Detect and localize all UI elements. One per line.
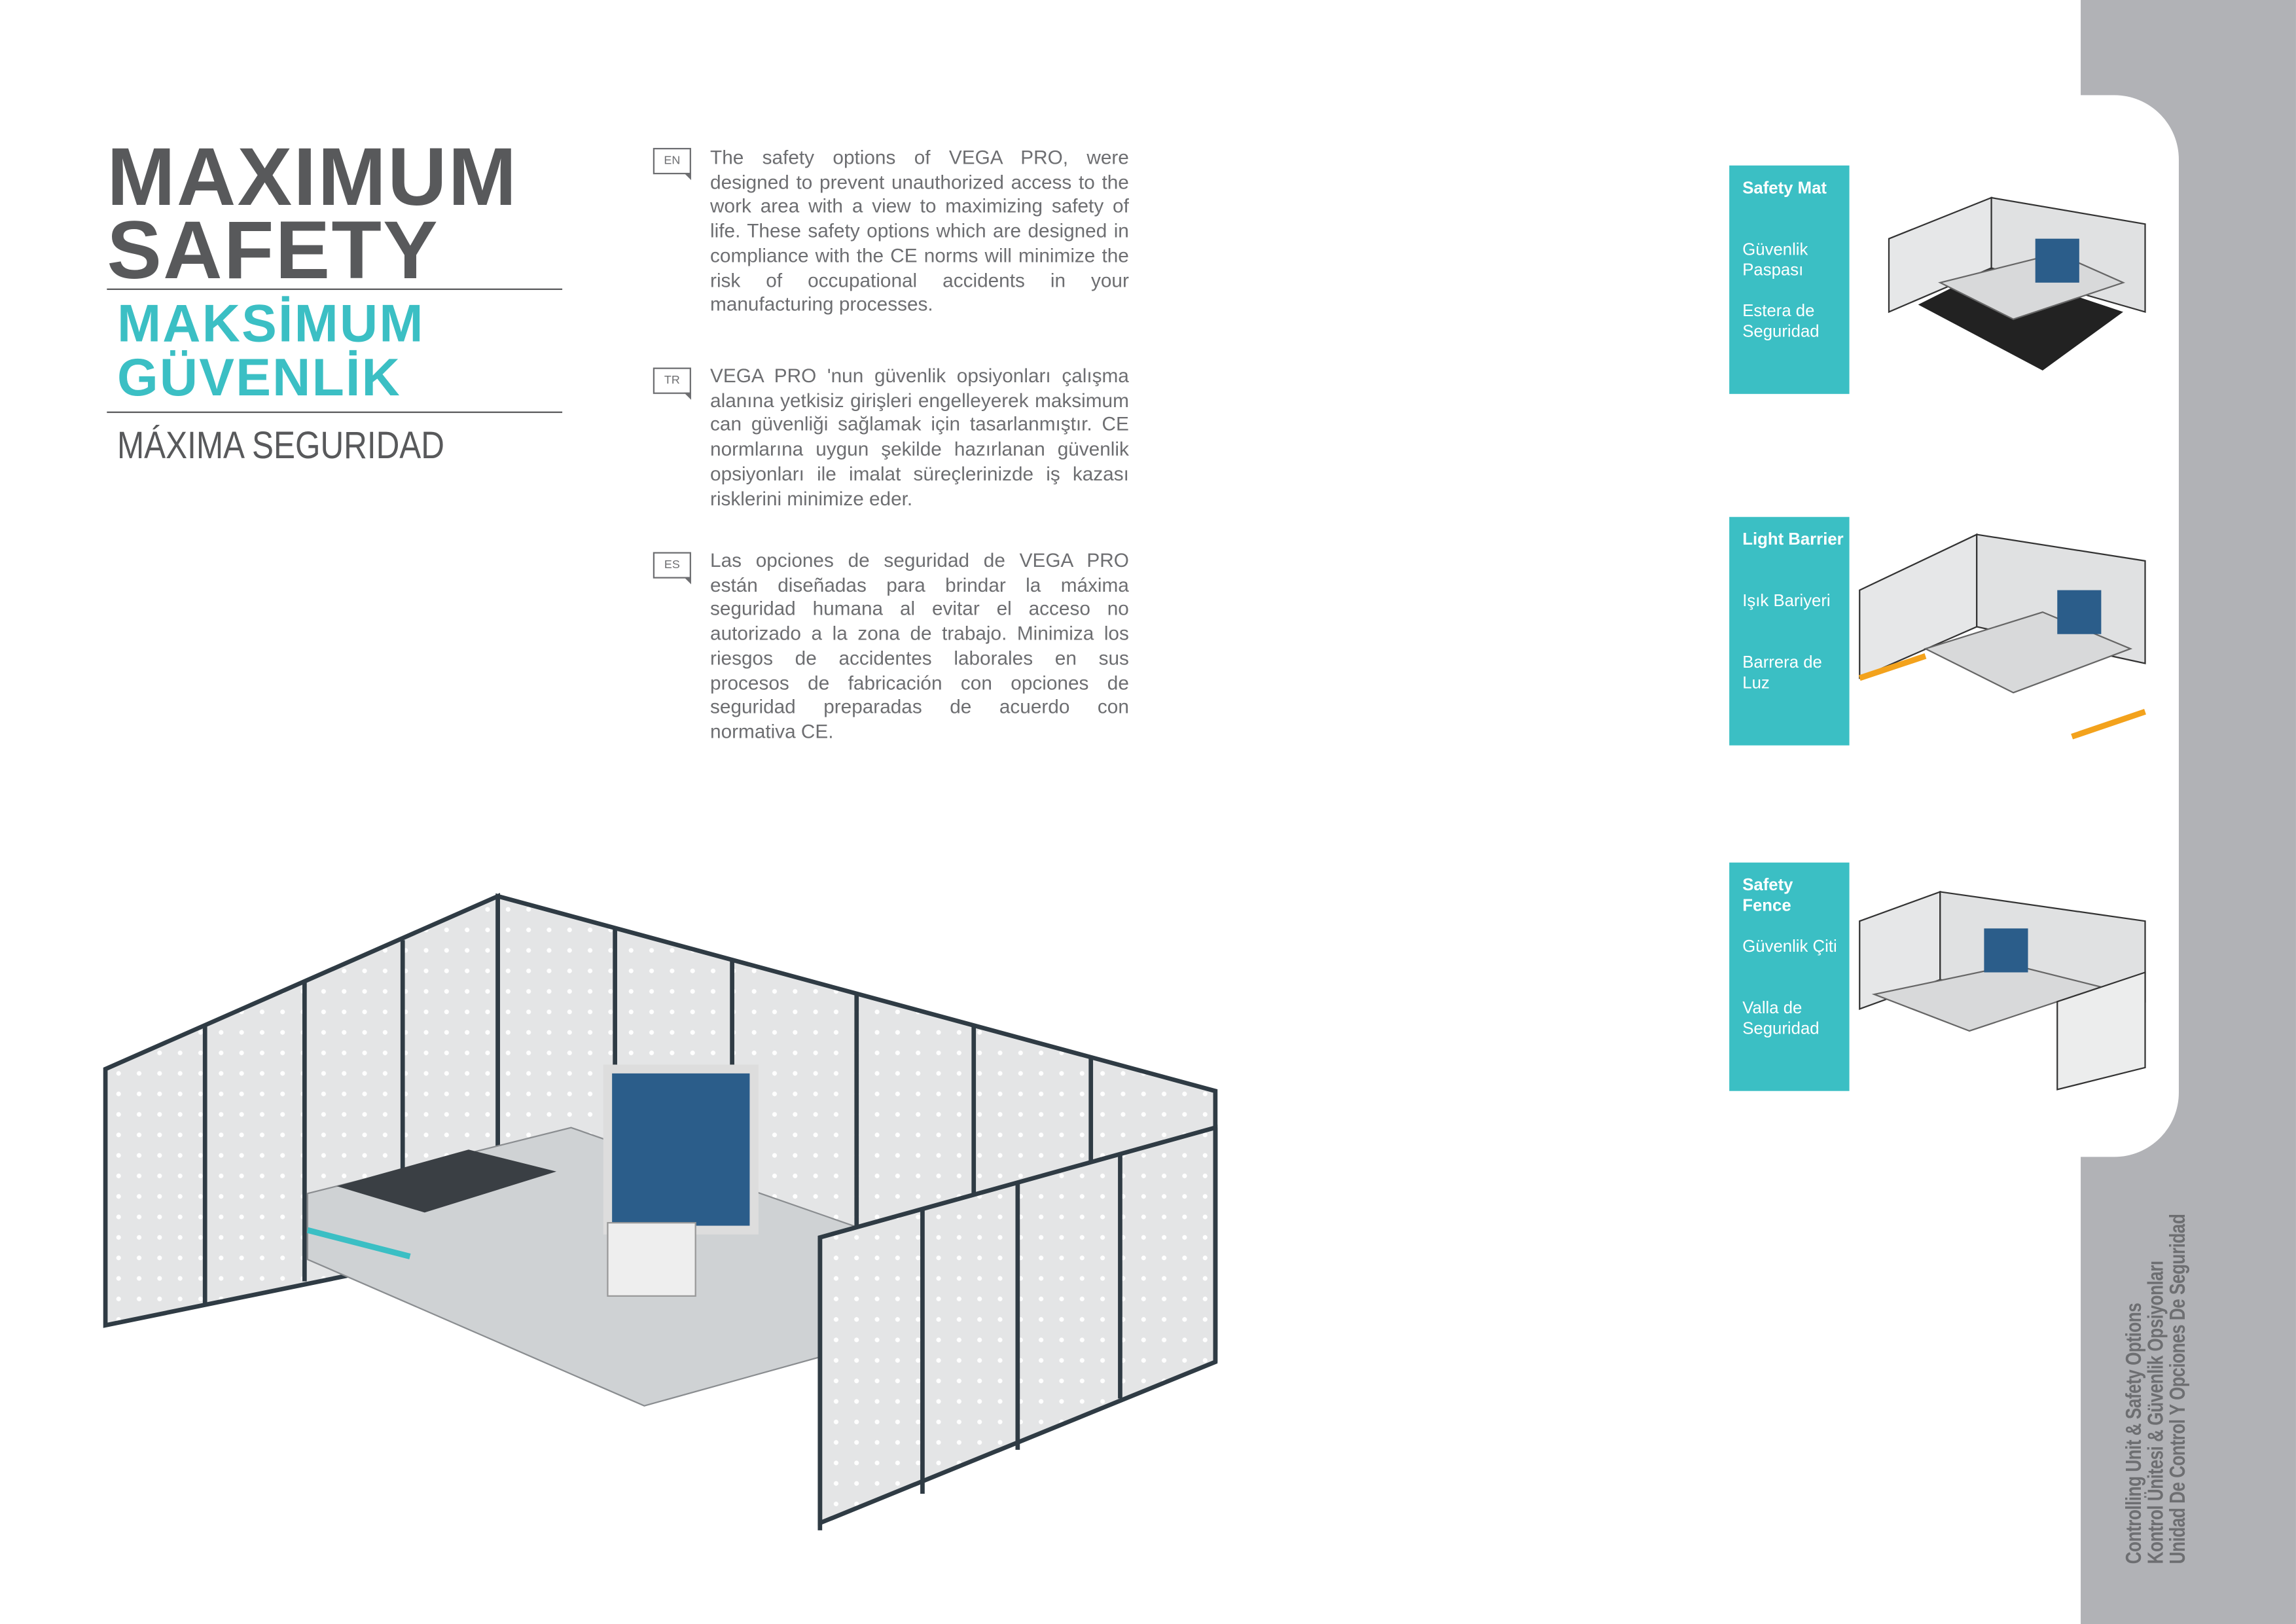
option-label-es: Valla de Seguridad [1742, 1000, 1820, 1039]
option-label-es: Barrera de Luz [1742, 655, 1822, 693]
option-card-safety-fence: Safety Fence Güvenlik Çiti Valla de Segu… [1729, 862, 1850, 1091]
title-divider [107, 288, 563, 290]
section-title-es: Unidad De Control Y Opciones De Segurida… [2165, 1214, 2191, 1564]
option-label-tr: Işık Bariyeri [1742, 593, 1831, 611]
description-es: Las opciones de seguridad de VEGA PRO es… [710, 549, 1129, 743]
option-label-tr: Güvenlik Çiti [1742, 939, 1837, 956]
option-label-en: Light Barrier [1742, 532, 1844, 549]
option-label-es: Estera de Seguridad [1742, 303, 1820, 342]
lang-badge-tr: TR [653, 367, 691, 400]
option-label-en: Safety Fence [1742, 877, 1793, 916]
vega-pro-safety-fence-illustration [103, 893, 1218, 1530]
title-en-line1: MAXIMUM [107, 130, 518, 223]
title-en-line2: SAFETY [107, 203, 439, 296]
option-card-light-barrier: Light Barrier Işık Bariyeri Barrera de L… [1729, 516, 1850, 746]
section-title-en: Controlling Unit & Safety Options [2121, 1303, 2147, 1564]
option-card-safety-mat: Safety Mat Güvenlik Paspası Estera de Se… [1729, 165, 1850, 394]
light-barrier-image [1858, 533, 2146, 740]
title-divider [107, 411, 563, 413]
option-label-en: Safety Mat [1742, 180, 1827, 198]
safety-fence-image [1859, 890, 2146, 1091]
safety-mat-image [1888, 196, 2146, 371]
lang-badge-en: EN [653, 147, 691, 181]
description-en: The safety options of VEGA PRO, were des… [710, 146, 1129, 316]
title-tr-line1: MAKSİMUM [117, 293, 425, 353]
section-title-tr: Kontrol Ünitesi & Güvenlik Opsiyonları [2144, 1261, 2169, 1564]
section-title-vertical: Controlling Unit & Safety Options Kontro… [2121, 1115, 2191, 1564]
option-label-tr: Güvenlik Paspası [1742, 242, 1808, 280]
title-tr-line2: GÜVENLİK [117, 347, 402, 407]
description-tr: VEGA PRO 'nun güvenlik opsiyonları çalış… [710, 365, 1129, 509]
title-es: MÁXIMA SEGURIDAD [117, 423, 444, 467]
lang-badge-es: ES [653, 552, 691, 585]
